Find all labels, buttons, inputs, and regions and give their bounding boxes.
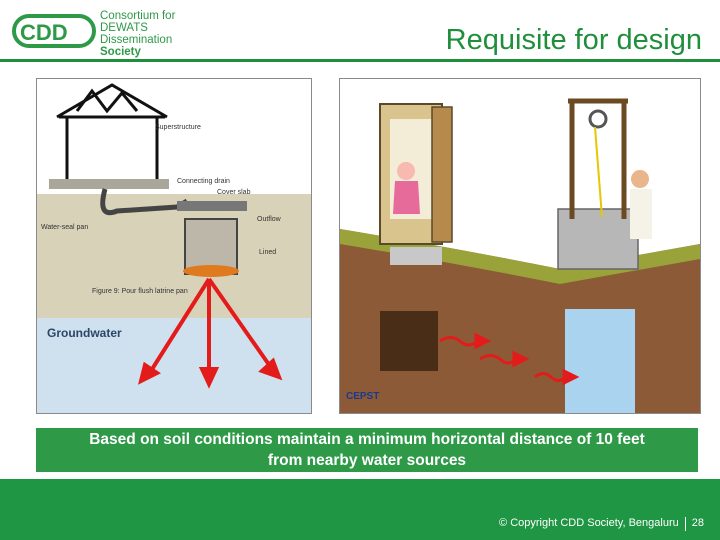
cdd-logo: CDD xyxy=(12,14,96,48)
svg-text:CDD: CDD xyxy=(20,20,68,45)
cepst-logo-text: CEPST xyxy=(346,391,379,402)
label-cover-slab: Cover slab xyxy=(217,189,251,196)
label-water-seal-pan: Water-seal pan xyxy=(41,224,88,231)
caption-line-2: from nearby water sources xyxy=(267,452,467,469)
title-divider xyxy=(0,59,720,62)
latrine-diagram: Superstructure Connecting drain Cover sl… xyxy=(36,78,312,414)
caption-bar: Based on soil conditions maintain a mini… xyxy=(36,428,698,472)
figure-caption: Figure 9: Pour flush latrine pan xyxy=(92,288,188,295)
label-lined: Lined xyxy=(259,249,276,256)
copyright-text: © Copyright CDD Society, Bengaluru xyxy=(499,517,679,529)
logo-text: Consortium for DEWATS Dissemination Soci… xyxy=(100,10,176,58)
caption-line-1: Based on soil conditions maintain a mini… xyxy=(89,431,645,448)
label-groundwater: Groundwater xyxy=(47,326,122,340)
page-title: Requisite for design xyxy=(445,24,702,56)
footer-text: © Copyright CDD Society, Bengaluru 28 xyxy=(499,517,704,531)
label-connecting-drain: Connecting drain xyxy=(177,178,230,185)
footer-separator xyxy=(684,517,686,531)
page-number: 28 xyxy=(691,517,704,529)
footer-bar xyxy=(0,479,720,540)
label-superstructure: Superstructure xyxy=(155,124,201,131)
latrine-well-illustration: CEPST xyxy=(339,78,701,414)
label-outflow: Outflow xyxy=(257,216,282,223)
